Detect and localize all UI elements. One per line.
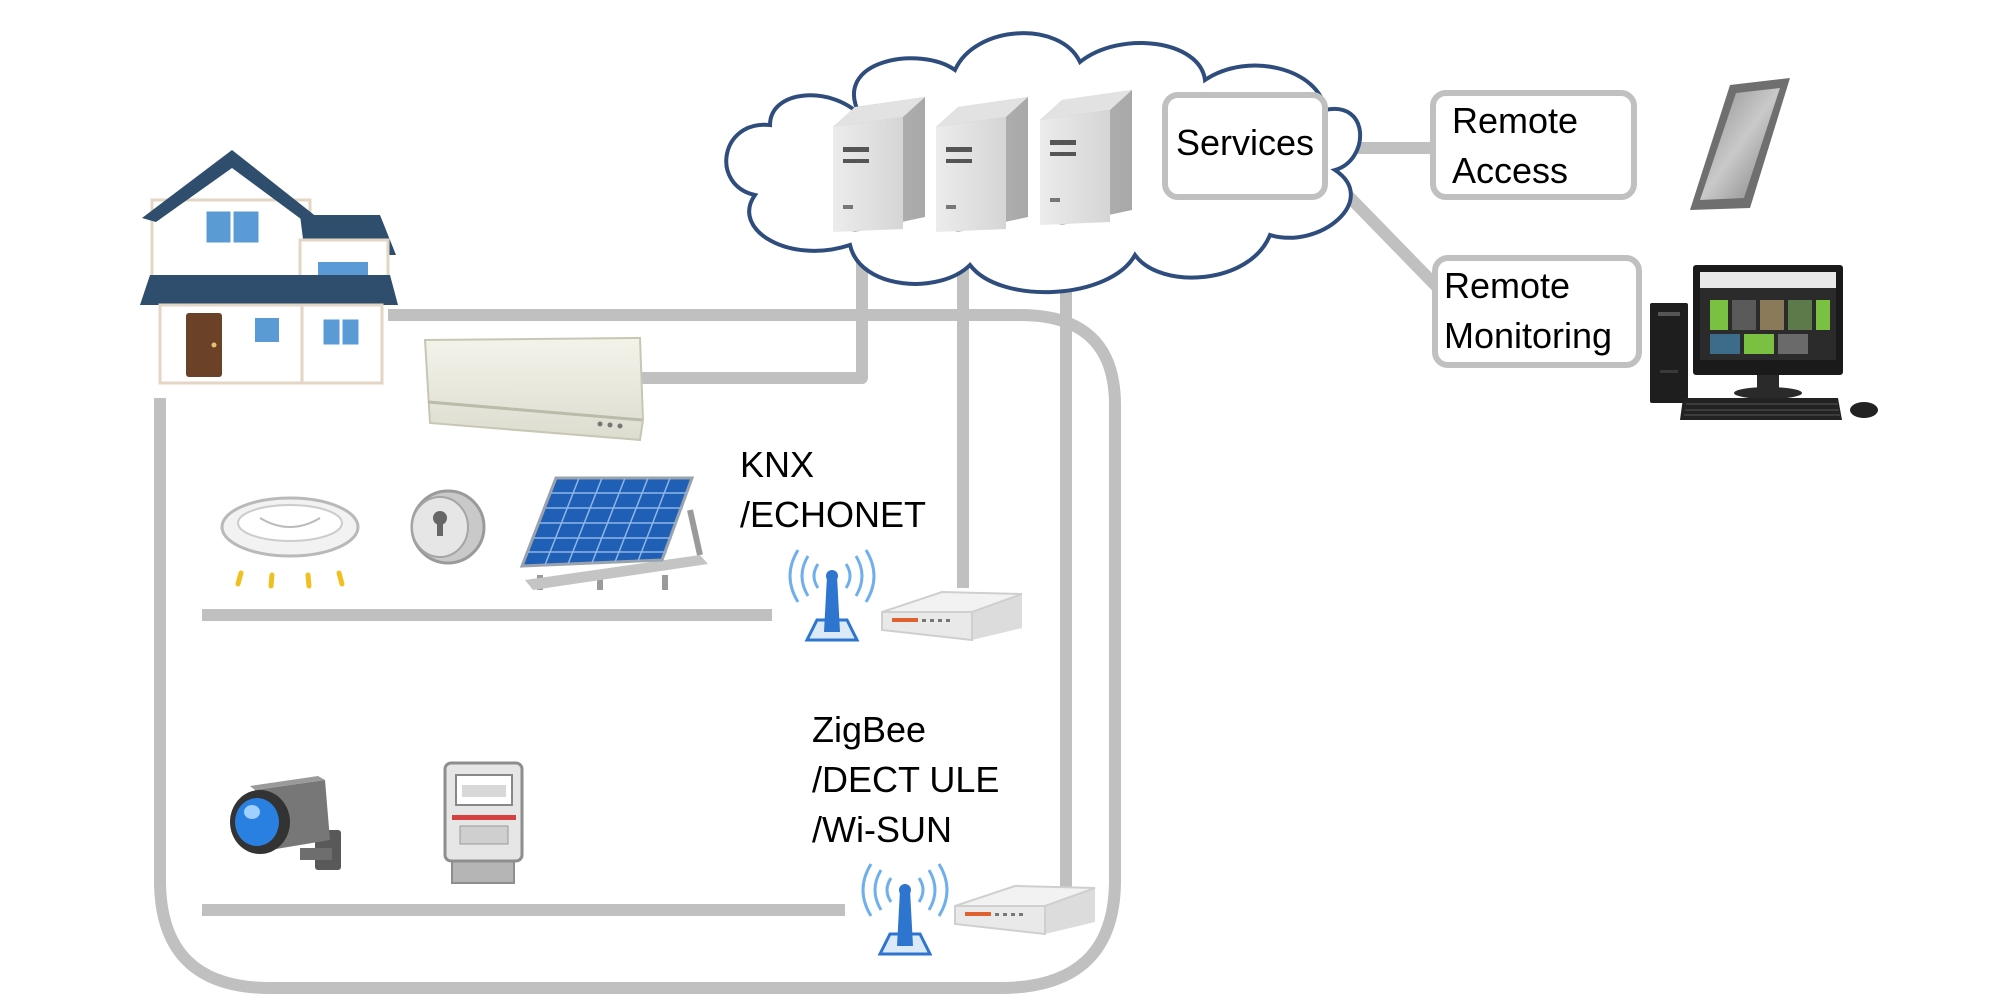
- smart-meter-icon: [443, 761, 524, 884]
- gateway-router-icon: [954, 884, 1096, 936]
- remote-monitoring-box[interactable]: Remote Monitoring: [1432, 255, 1642, 368]
- server-icon: [936, 97, 1028, 232]
- zigbee-label-line1: ZigBee: [812, 709, 927, 750]
- home-network-boundary: [154, 309, 1121, 994]
- security-camera-icon: [230, 776, 341, 870]
- zigbee-dect-wisun-label: ZigBee /DECT ULE /Wi-SUN: [812, 705, 999, 855]
- services-box[interactable]: Services: [1162, 92, 1328, 200]
- wireless-antenna-icon: [788, 549, 876, 642]
- remote-monitoring-label-line2: Monitoring: [1444, 315, 1613, 356]
- gateway-router-icon: [881, 590, 1023, 642]
- tablet-icon: [1690, 78, 1790, 210]
- ac-cloud-link: [640, 218, 868, 384]
- zigbee-label-line2: /DECT ULE: [812, 759, 1000, 800]
- desktop-computer-icon: [1650, 265, 1878, 420]
- door-lock-icon: [410, 489, 486, 565]
- wireless-antenna-icon: [861, 863, 949, 956]
- remote-access-label-line2: Access: [1452, 150, 1569, 191]
- zigbee-label-line3: /Wi-SUN: [812, 809, 952, 850]
- services-label: Services: [1176, 122, 1315, 163]
- house-icon: [140, 150, 398, 385]
- air-conditioner-icon: [423, 336, 645, 442]
- knx-label-line2: /ECHONET: [740, 494, 927, 535]
- remote-access-box[interactable]: Remote Access: [1430, 90, 1637, 200]
- knx-echonet-label: KNX /ECHONET: [740, 440, 926, 540]
- knx-label-line1: KNX: [740, 444, 815, 485]
- solar-panel-icon: [519, 476, 708, 590]
- remote-monitoring-label-line1: Remote: [1444, 265, 1571, 306]
- ceiling-light-icon: [220, 496, 360, 589]
- remote-access-label-line1: Remote: [1452, 100, 1579, 141]
- server-icon: [1040, 90, 1132, 225]
- server-icon: [833, 97, 925, 232]
- connector-lines: [154, 142, 1445, 994]
